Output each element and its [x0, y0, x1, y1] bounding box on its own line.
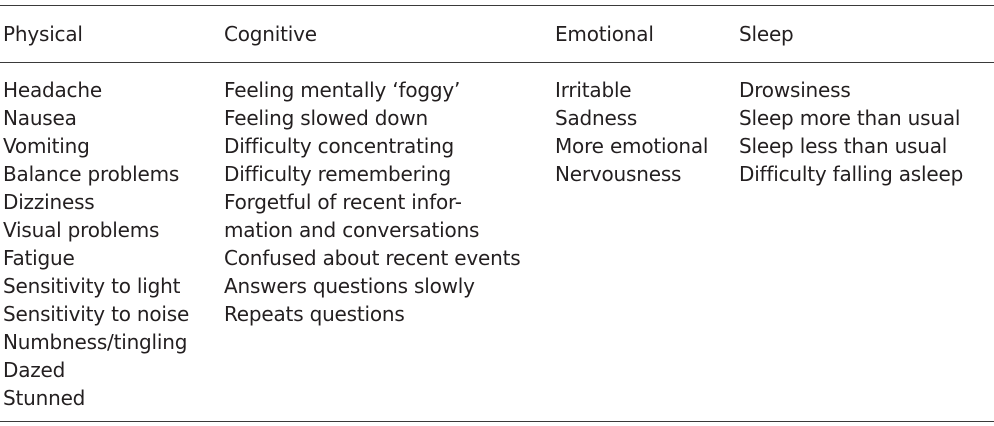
table-cell: Nervousness: [555, 162, 682, 186]
table-cell: More emotional: [555, 134, 709, 158]
column-sleep: Drowsiness Sleep more than usual Sleep l…: [739, 76, 963, 188]
table-cell: Headache: [3, 78, 102, 102]
table-cell: Confused about recent events: [224, 246, 521, 270]
table-cell: Drowsiness: [739, 78, 851, 102]
header-emotional: Emotional: [555, 22, 654, 46]
column-physical: Headache Nausea Vomiting Balance problem…: [3, 76, 189, 412]
header-cognitive: Cognitive: [224, 22, 317, 46]
table-cell: Sensitivity to noise: [3, 302, 190, 326]
bottom-rule: [0, 421, 994, 423]
table-cell: Numbness/tingling: [3, 330, 188, 354]
table-cell: mation and conversations: [224, 218, 480, 242]
table-cell: Irritable: [555, 78, 632, 102]
table-cell: Sadness: [555, 106, 638, 130]
table-cell: Fatigue: [3, 246, 75, 270]
table-cell: Answers questions slowly: [224, 274, 475, 298]
column-emotional: Irritable Sadness More emotional Nervous…: [555, 76, 708, 188]
table-cell: Sleep more than usual: [739, 106, 961, 130]
table-cell: Sleep less than usual: [739, 134, 948, 158]
table-cell: Visual problems: [3, 218, 160, 242]
table-cell: Stunned: [3, 386, 86, 410]
header-sleep: Sleep: [739, 22, 794, 46]
table-cell: Balance problems: [3, 162, 180, 186]
table-cell: Vomiting: [3, 134, 90, 158]
table-cell: Difficulty remembering: [224, 162, 451, 186]
table-cell: Sensitivity to light: [3, 274, 181, 298]
column-cognitive: Feeling mentally ‘foggy’ Feeling slowed …: [224, 76, 521, 328]
table-cell: Dizziness: [3, 190, 95, 214]
header-rule: [0, 62, 994, 63]
header-physical: Physical: [3, 22, 83, 46]
table-cell: Nausea: [3, 106, 77, 130]
table-cell: Difficulty concentrating: [224, 134, 455, 158]
table-cell: Dazed: [3, 358, 66, 382]
top-rule: [0, 5, 994, 7]
table-cell: Feeling slowed down: [224, 106, 428, 130]
table-cell: Forgetful of recent infor-: [224, 190, 462, 214]
table-cell: Feeling mentally ‘foggy’: [224, 78, 461, 102]
table-cell: Repeats questions: [224, 302, 405, 326]
table-cell: Difficulty falling asleep: [739, 162, 964, 186]
